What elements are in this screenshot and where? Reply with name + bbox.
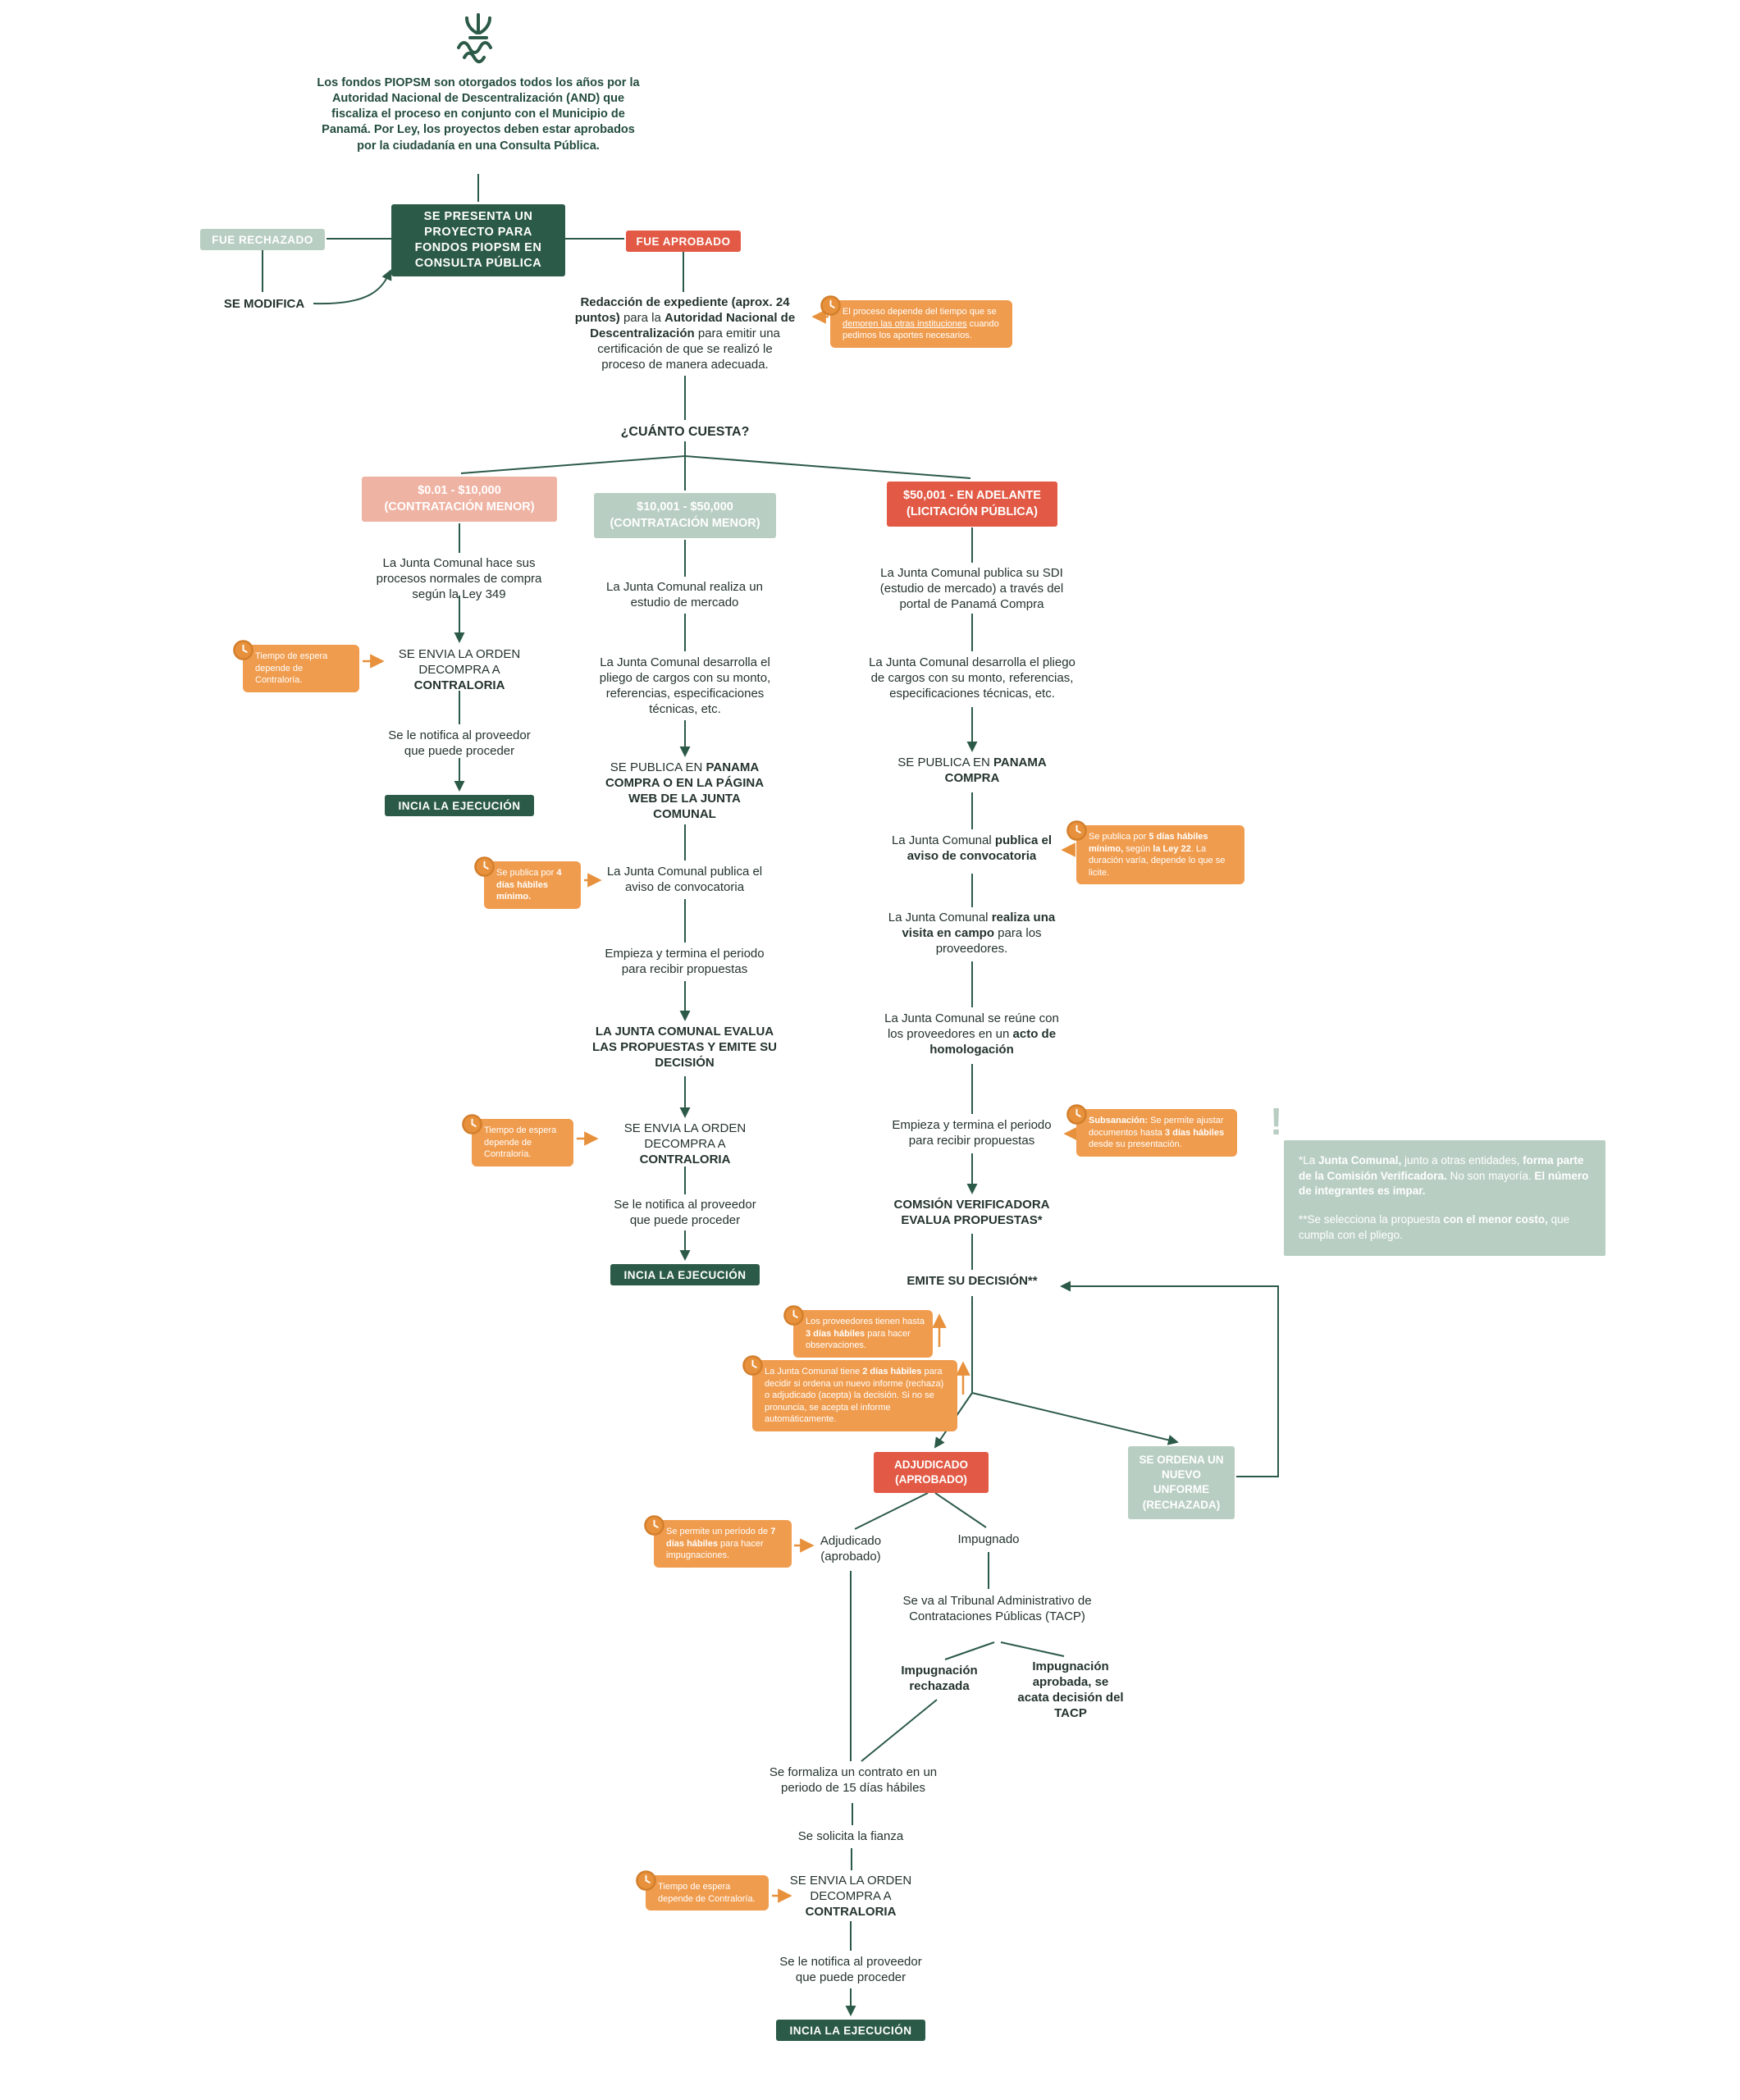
sidenote-paragraph-1: *La Junta Comunal, junto a otras entidad… (1299, 1154, 1589, 1198)
branch-contratacion-menor-2: $10,001 - $50,000 (CONTRATACIÓN MENOR) (594, 493, 776, 539)
clock-icon (742, 1354, 764, 1376)
col2-orden-contraloria: SE ENVIA LA ORDEN DECOMPRA A CONTRALORIA (623, 1121, 747, 1166)
adjudicado-line1: ADJUDICADO (893, 1459, 968, 1471)
note-observaciones: Los proveedores tienen hasta 3 días hábi… (783, 1305, 933, 1358)
col2-notifica-proveedor: Se le notifica al proveedor que puede pr… (614, 1198, 756, 1227)
note-subsanacion: Subsanación: Se permite ajustar document… (1066, 1104, 1237, 1157)
note-espera-col3: Tiempo de espera depende de Contraloría. (636, 1870, 769, 1911)
note-espera-col1-text: Tiempo de espera depende de Contraloría. (255, 651, 328, 686)
branch3-line1: $50,001 - EN ADELANTE (903, 489, 1041, 502)
col3-acto-homologacion: La Junta Comunal se reúne con los provee… (884, 1011, 1059, 1057)
note-decision-2dias-text: La Junta Comunal tiene 2 días hábiles pa… (765, 1367, 944, 1425)
impugnacion-rechazada-text: Impugnación rechazada (901, 1664, 978, 1693)
branch1-line1: $0.01 - $10,000 (418, 484, 501, 497)
impugnacion-aprobada-text: Impugnación aprobada, se acata decisión … (1017, 1659, 1124, 1720)
clock-icon (635, 1869, 657, 1892)
aprobado-box: FUE APROBADO (626, 231, 741, 252)
col3-orden-contraloria: SE ENVIA LA ORDEN DECOMPRA A CONTRALORIA (789, 1874, 912, 1919)
col3-periodo-propuestas: Empieza y termina el periodo para recibi… (892, 1118, 1052, 1148)
note-espera-col3-text: Tiempo de espera depende de Contraloría. (658, 1882, 756, 1904)
nuevo-informe-label: SE ORDENA UN NUEVO UNFORME (RECHAZADA) (1139, 1454, 1224, 1511)
note-espera-col2-text: Tiempo de espera depende de Contraloría. (484, 1125, 557, 1160)
branch2-line1: $10,001 - $50,000 (637, 500, 733, 514)
tacp-text: Se va al Tribunal Administrativo de Cont… (902, 1594, 1092, 1623)
note-publica-4dias: Se publica por 4 días hábiles mínimo. (474, 856, 581, 909)
col3-notifica-proveedor: Se le notifica al proveedor que puede pr… (779, 1955, 922, 1984)
start-consulta-box: SE PRESENTA UN PROYECTO PARA FONDOS PIOP… (391, 204, 565, 276)
col3-visita-campo: La Junta Comunal realiza una visita en c… (888, 911, 1056, 956)
col1-procesos-ley349: La Junta Comunal hace sus procesos norma… (376, 556, 542, 601)
col1-orden-contraloria: SE ENVIA LA ORDEN DECOMPRA A CONTRALORIA (398, 647, 521, 692)
col2-inicia-label: INCIA LA EJECUCIÓN (623, 1268, 747, 1281)
col3-inicia-label: INCIA LA EJECUCIÓN (789, 2024, 912, 2037)
clock-icon (1066, 1103, 1088, 1125)
note-publica-5dias: Se publica por 5 días hábiles mínimo, se… (1066, 820, 1244, 885)
col3-inicia-ejecucion-box: INCIA LA EJECUCIÓN (776, 2020, 925, 2041)
rechazado-label: FUE RECHAZADO (212, 233, 313, 246)
adjudicado-line2: (APROBADO) (895, 1473, 967, 1486)
col3-pliego-cargos: La Junta Comunal desarrolla el pliego de… (869, 655, 1076, 701)
branch1-line2: (CONTRATACIÓN MENOR) (384, 500, 535, 514)
adjudicado-box: ADJUDICADO (APROBADO) (874, 1452, 989, 1494)
note-publica-4dias-text: Se publica por 4 días hábiles mínimo. (496, 868, 562, 902)
col2-aviso-convocatoria: La Junta Comunal publica el aviso de con… (606, 865, 763, 894)
note-espera-col1: Tiempo de espera depende de Contraloría. (233, 640, 359, 692)
clock-icon (461, 1113, 483, 1135)
col3-aviso-convocatoria: La Junta Comunal publica el aviso de con… (891, 833, 1053, 863)
nuevo-informe-box: SE ORDENA UN NUEVO UNFORME (RECHAZADA) (1128, 1446, 1235, 1519)
note-publica-5dias-text: Se publica por 5 días hábiles mínimo, se… (1089, 832, 1226, 878)
question-cuanto-cuesta: ¿CUÁNTO CUESTA? (620, 425, 750, 439)
clock-icon (1066, 819, 1088, 842)
col1-notifica-proveedor: Se le notifica al proveedor que puede pr… (388, 728, 531, 758)
col3-publica-panama-compra: SE PUBLICA EN PANAMA COMPRA (897, 756, 1047, 785)
fountain-logo-icon (452, 10, 505, 66)
expediente-text: Redacción de expediente (aprox. 24 punto… (574, 295, 796, 372)
col2-periodo-propuestas: Empieza y termina el periodo para recibi… (605, 947, 765, 976)
note-impugnaciones-text: Se permite un período de 7 días hábiles … (666, 1527, 776, 1561)
branch-contratacion-menor-1: $0.01 - $10,000 (CONTRATACIÓN MENOR) (362, 477, 557, 523)
col3-emite-decision: EMITE SU DECISIÓN** (907, 1274, 1038, 1288)
formaliza-contrato-text: Se formaliza un contrato en un periodo d… (769, 1765, 938, 1795)
branch-licitacion-publica: $50,001 - EN ADELANTE (LICITACIÓN PÚBLIC… (887, 482, 1057, 527)
clock-icon (232, 639, 254, 661)
note-impugnaciones: Se permite un período de 7 días hábiles … (644, 1515, 792, 1568)
note-decision-2dias: La Junta Comunal tiene 2 días hábiles pa… (742, 1355, 957, 1431)
col1-inicia-ejecucion-box: INCIA LA EJECUCIÓN (385, 795, 534, 816)
col3-publica-sdi: La Junta Comunal publica su SDI (estudio… (879, 566, 1064, 611)
modifica-text: SE MODIFICA (223, 297, 305, 311)
col2-publica-panama-compra: SE PUBLICA EN PANAMA COMPRA O EN LA PÁGI… (605, 760, 765, 821)
clock-icon (643, 1514, 665, 1536)
col2-pliego-cargos: La Junta Comunal desarrolla el pliego de… (599, 655, 771, 716)
impugnado-text: Impugnado (957, 1532, 1020, 1546)
note-observaciones-text: Los proveedores tienen hasta 3 días hábi… (806, 1317, 925, 1351)
clock-icon (473, 856, 496, 878)
note-proceso: El proceso depende del tiempo que se dem… (820, 295, 1012, 348)
solicita-fianza-text: Se solicita la fianza (797, 1829, 904, 1843)
col2-inicia-ejecucion-box: INCIA LA EJECUCIÓN (610, 1264, 760, 1285)
clock-icon (820, 294, 842, 317)
col3-comision-verificadora: COMSIÓN VERIFICADORA EVALUA PROPUESTAS* (893, 1198, 1050, 1227)
branch3-line2: (LICITACIÓN PÚBLICA) (906, 504, 1039, 518)
sidenote-paragraph-2: **Se selecciona la propuesta con el meno… (1299, 1212, 1570, 1241)
col2-junta-evalua: LA JUNTA COMUNAL EVALUA LAS PROPUESTAS Y… (591, 1025, 778, 1070)
note-espera-col2: Tiempo de espera depende de Contraloría. (462, 1114, 573, 1166)
note-proceso-text: El proceso depende del tiempo que se dem… (843, 307, 999, 341)
sidenote-comision: *La Junta Comunal, junto a otras entidad… (1284, 1140, 1605, 1257)
col2-estudio-mercado: La Junta Comunal realiza un estudio de m… (606, 580, 763, 609)
clock-icon (783, 1304, 805, 1326)
col1-inicia-label: INCIA LA EJECUCIÓN (398, 799, 521, 812)
aprobado-label: FUE APROBADO (636, 235, 731, 248)
intro-text: Los fondos PIOPSM son otorgados todos lo… (317, 76, 640, 153)
exclamation-icon: ! (1270, 1100, 1283, 1143)
note-subsanacion-text: Subsanación: Se permite ajustar document… (1089, 1116, 1225, 1150)
branch2-line2: (CONTRATACIÓN MENOR) (610, 516, 760, 530)
start-consulta-label: SE PRESENTA UN PROYECTO PARA FONDOS PIOP… (414, 209, 542, 271)
adjudicado-aprobado-text: Adjudicado (aprobado) (820, 1534, 882, 1564)
rechazado-box: FUE RECHAZADO (200, 229, 325, 250)
